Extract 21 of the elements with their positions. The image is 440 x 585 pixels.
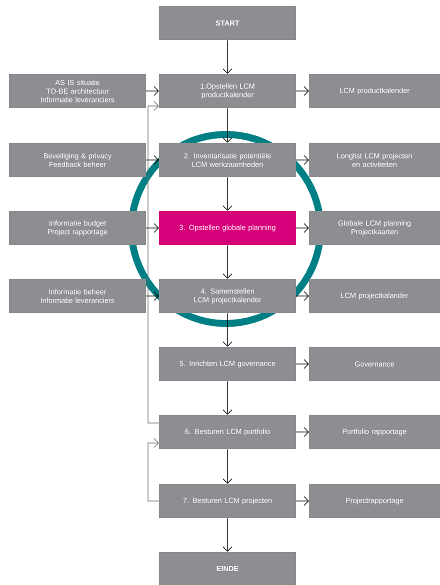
arrow bbox=[148, 438, 160, 502]
arrow bbox=[222, 518, 232, 552]
arrow bbox=[146, 155, 159, 165]
arrow bbox=[222, 448, 232, 484]
arrow bbox=[296, 291, 309, 301]
arrow bbox=[146, 223, 159, 233]
arrow bbox=[222, 380, 232, 415]
arrow bbox=[296, 496, 309, 506]
arrow bbox=[222, 312, 232, 347]
arrow bbox=[296, 359, 309, 369]
arrow bbox=[296, 155, 309, 165]
arrow bbox=[296, 86, 309, 96]
arrow bbox=[148, 101, 160, 424]
arrow bbox=[296, 427, 309, 437]
arrow bbox=[146, 291, 159, 301]
arrow bbox=[146, 86, 159, 96]
arrow bbox=[296, 223, 309, 233]
arrow bbox=[222, 108, 232, 143]
arrow bbox=[222, 40, 232, 74]
arrow bbox=[222, 244, 232, 279]
arrow bbox=[222, 176, 232, 211]
